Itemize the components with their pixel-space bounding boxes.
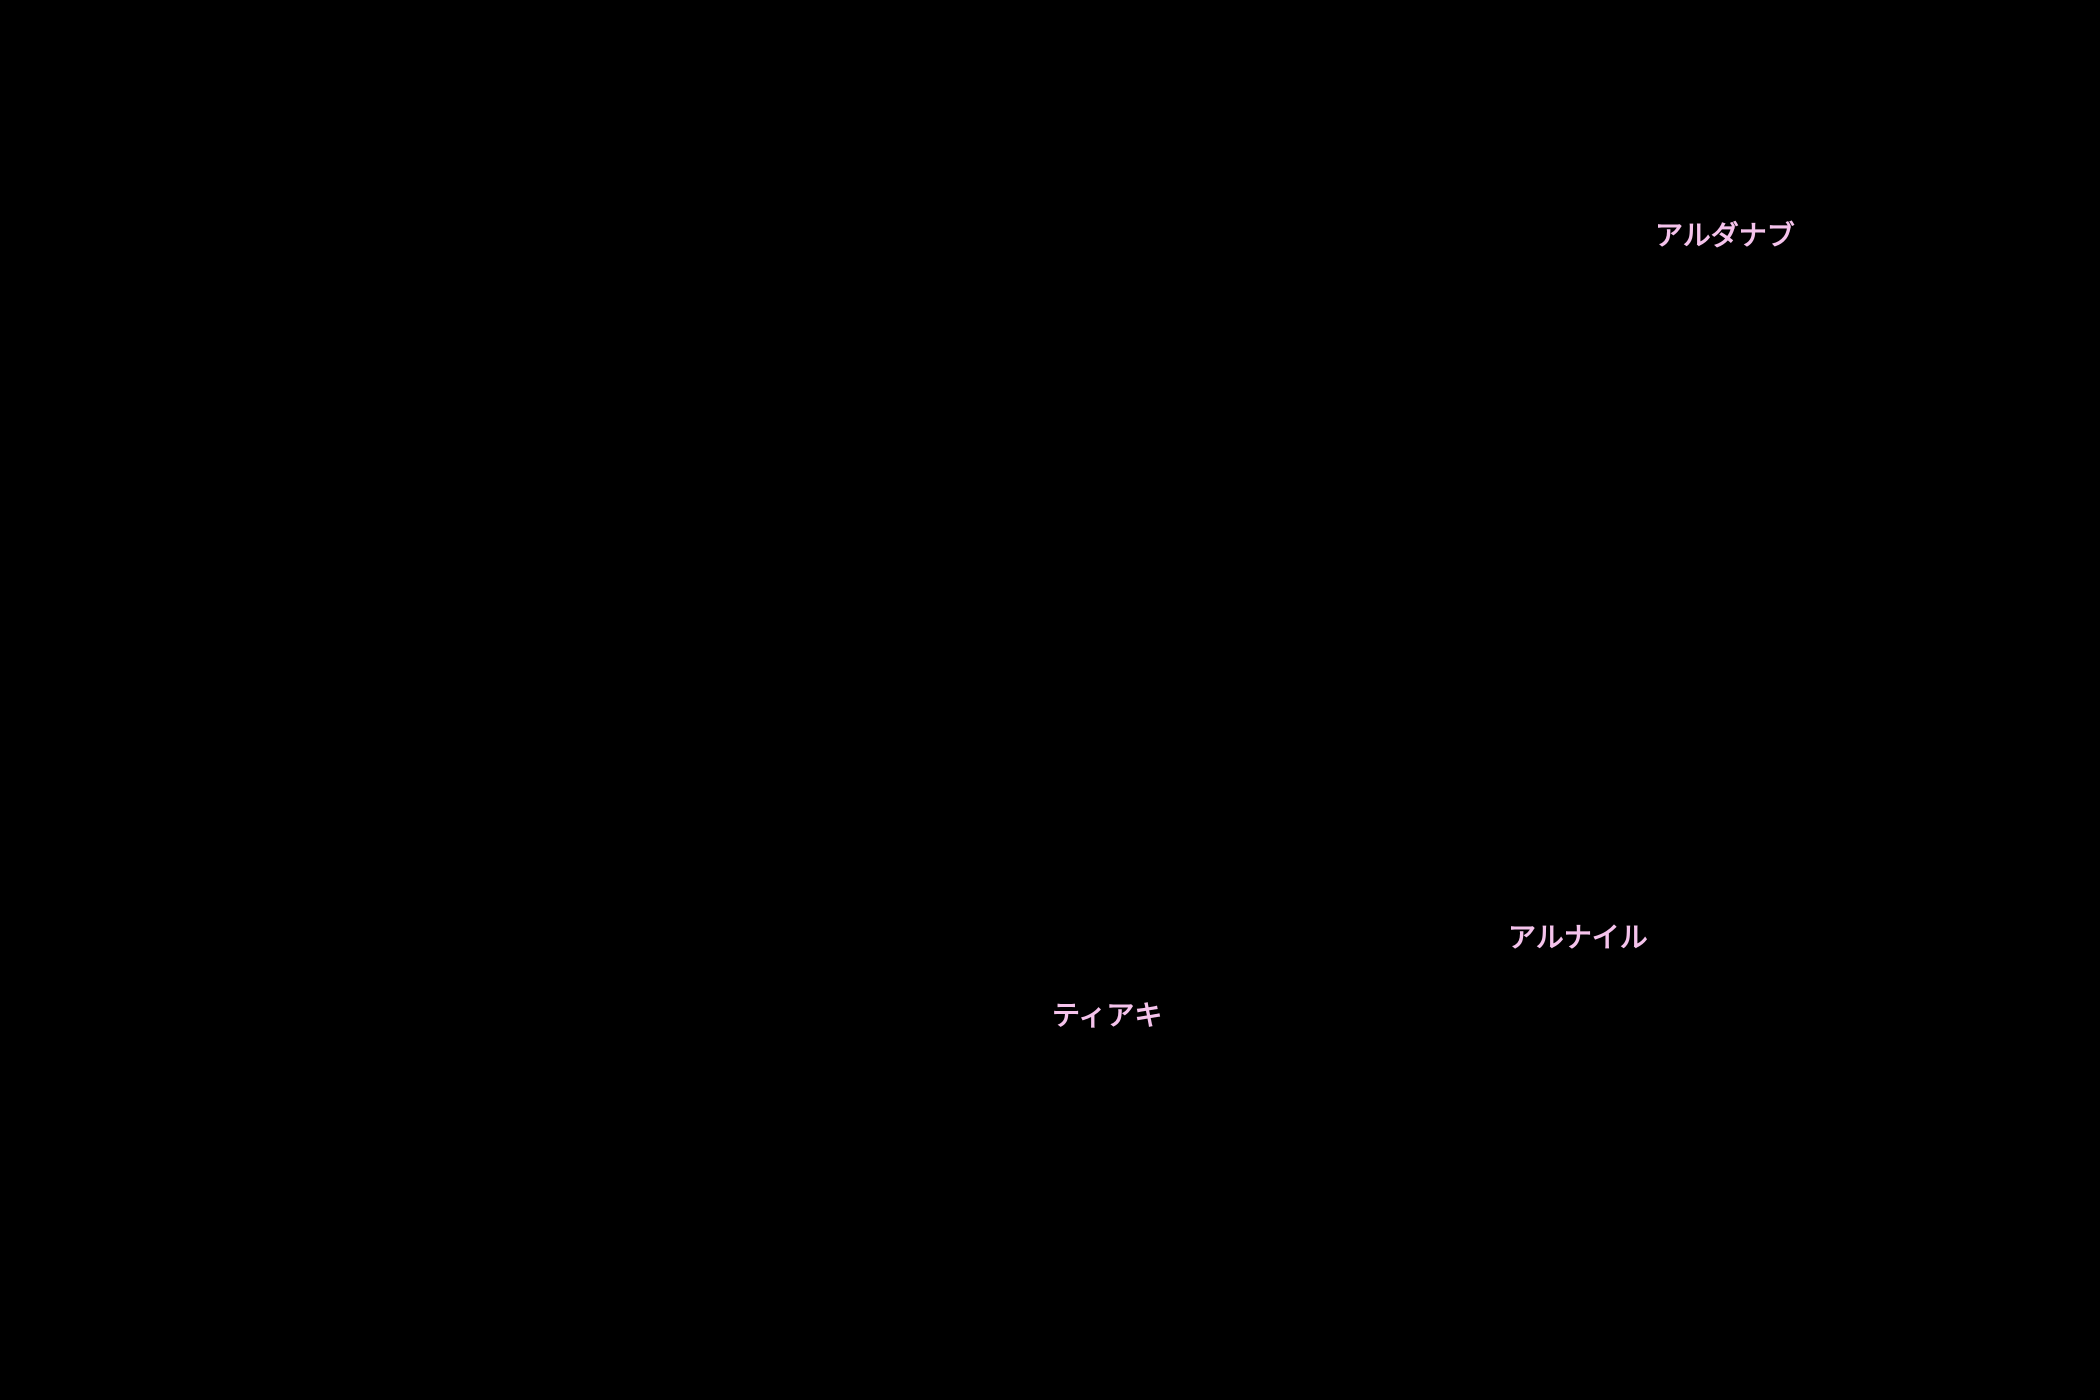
star-label-tiaki: ティアキ	[1052, 999, 1163, 1032]
star-label-alnair: アルナイル	[1508, 921, 1648, 954]
star-label-aldhanab: アルダナブ	[1655, 219, 1795, 252]
